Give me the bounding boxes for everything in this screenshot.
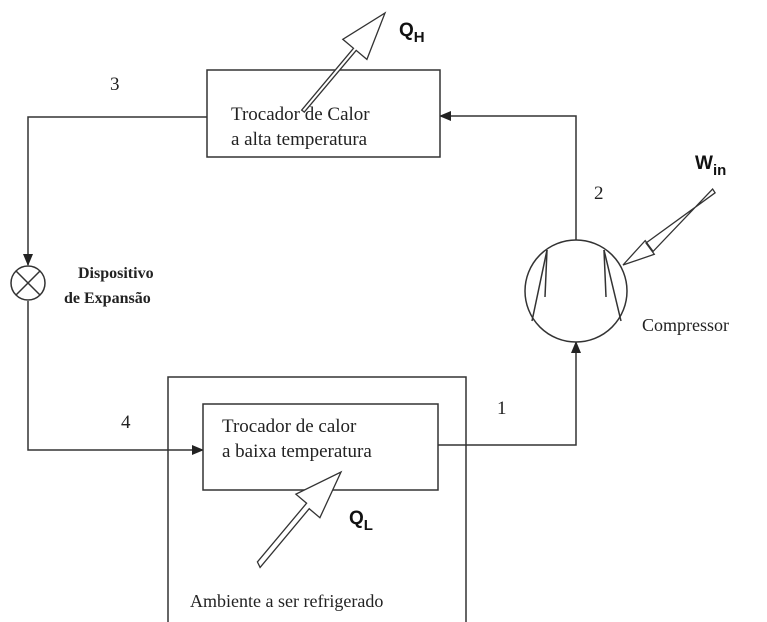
state-1-label: 1	[497, 398, 507, 419]
work-in-symbol: Win	[695, 153, 726, 179]
work-in-arrow	[622, 187, 716, 266]
heat-in-symbol: QL	[349, 508, 373, 534]
cold-heat-exchanger-box	[202, 403, 439, 491]
hot-exchanger-label-line2: a alta temperatura	[231, 129, 368, 150]
heat-out-symbol: QH	[399, 20, 425, 46]
pipe-1-to-compressor	[438, 341, 581, 446]
expansion-label-line2: de Expansão	[64, 290, 151, 307]
expansion-label-line1: Dispositivo	[78, 265, 154, 282]
cold-exchanger-label-line2: a baixa temperatura	[222, 441, 372, 462]
compressor-label: Compressor	[642, 315, 729, 335]
piping	[23, 111, 581, 455]
cold-exchanger-label-line1: Trocador de calor	[222, 416, 357, 437]
refrigerated-space-box	[167, 376, 467, 622]
pipe-2-to-hot-exchanger	[439, 111, 577, 240]
heat-out-arrow	[300, 11, 387, 113]
refrigerated-space-label: Ambiente a ser refrigerado	[190, 591, 383, 611]
heat-in-arrow	[256, 470, 343, 569]
state-3-label: 3	[110, 74, 120, 95]
state-2-label: 2	[594, 183, 604, 204]
hot-exchanger-label-line1: Trocador de Calor	[231, 104, 370, 125]
expansion-valve-symbol	[10, 265, 46, 301]
pipe-3-to-expansion	[23, 116, 207, 266]
compressor-symbol	[524, 239, 628, 343]
pipe-expansion-to-4	[27, 301, 204, 455]
state-4-label: 4	[121, 412, 131, 433]
